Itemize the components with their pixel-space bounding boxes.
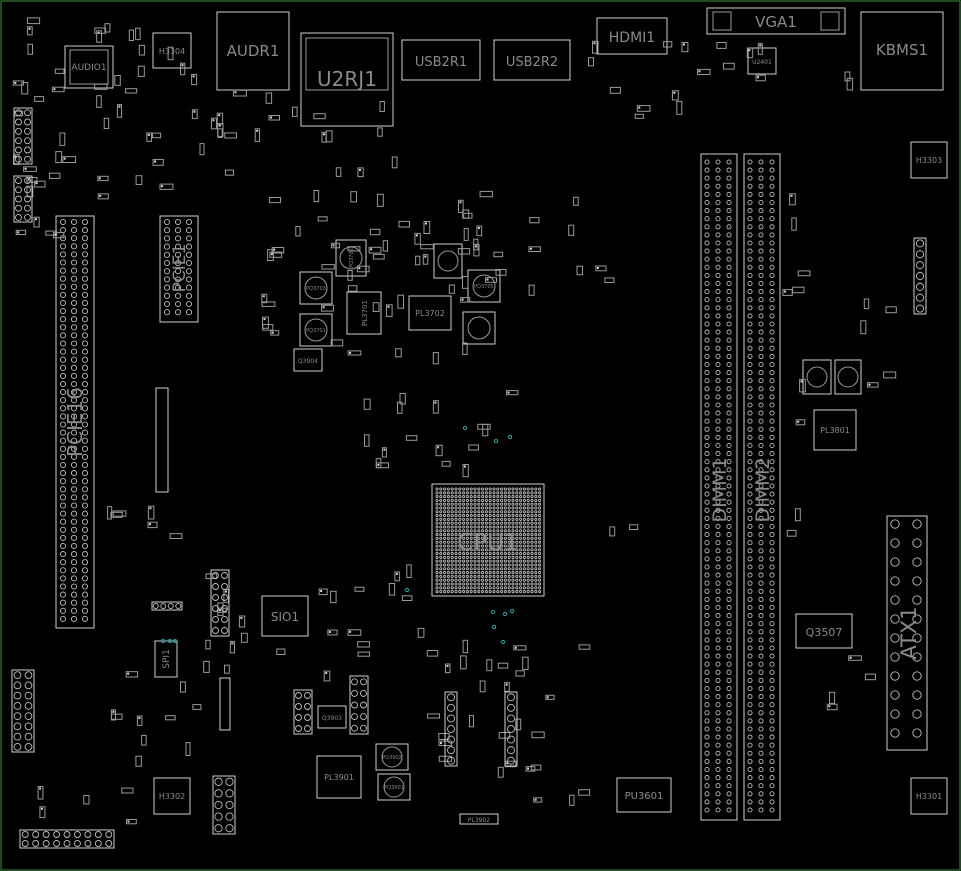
usb-connector-usb2r2-label: USB2R2: [506, 55, 558, 70]
hdmi-connector-label: HDMI1: [609, 30, 655, 46]
lan-usb-connector-label: U2RJ1: [317, 67, 377, 91]
lan-usb-connector-u2rj1[interactable]: U2RJ1: [300, 32, 394, 127]
mosfet-pq3801[interactable]: [834, 359, 862, 395]
power-unit-pu3601[interactable]: PU3601: [616, 777, 672, 813]
pcie-x16-pins: [59, 218, 89, 622]
dimm-slot-1-label: DIMM1: [709, 457, 731, 522]
mosfet-pq3703-label: PQ3703: [306, 286, 326, 292]
mosfet-pq3902-label: PQ3902: [382, 755, 402, 761]
inductor-pl3702[interactable]: PL3702: [408, 295, 452, 331]
mosfet-pq3901-label: PQ3901: [384, 785, 404, 791]
spi-flash-chip[interactable]: SPI1: [154, 640, 178, 678]
cpu-ball-grid: [435, 487, 542, 594]
mosfet-vrm-2[interactable]: [462, 311, 496, 345]
pin-header-field: [11, 107, 927, 849]
mosfet-pq3701[interactable]: PQ3701: [299, 313, 333, 347]
mosfet-pq3802[interactable]: [802, 359, 832, 395]
mosfet-pq3702-label: PQ3702: [349, 248, 355, 268]
mount-hole-h3302[interactable]: H3302: [153, 777, 191, 815]
inductor-pl3801[interactable]: PL3801: [813, 409, 857, 451]
audio-jack-label: AUDR1: [227, 42, 280, 60]
audio-jack-audr1[interactable]: AUDR1: [216, 11, 290, 91]
mount-hole-h3302-label: H3302: [159, 792, 185, 801]
transistor-q3903[interactable]: Q3903: [317, 705, 347, 729]
mosfet-pq3901[interactable]: PQ3901: [377, 773, 411, 801]
atx-power-connector-label: ATX1: [897, 606, 921, 659]
hdmi-connector[interactable]: HDMI1: [596, 17, 668, 55]
mount-hole-h3303-label: H3303: [916, 156, 942, 165]
inductor-pl3801-label: PL3801: [820, 426, 850, 435]
mount-hole-h3301[interactable]: H3301: [910, 777, 948, 815]
mount-hole-h3304[interactable]: H3304: [152, 32, 192, 69]
inductor-pl3901-label: PL3901: [324, 773, 354, 782]
audio-chip[interactable]: AUDIO1: [64, 45, 114, 89]
transistor-q3904-label: Q3904: [298, 358, 318, 365]
pcie-x16-slot[interactable]: PCIE16: [55, 215, 95, 629]
inductor-pl3701[interactable]: PL3701: [346, 291, 382, 335]
ic-u2401-label: U2401: [752, 59, 772, 66]
pcie-x1-slot[interactable]: PCIE1: [159, 215, 199, 323]
inductor-pl3701-label: PL3701: [361, 300, 369, 326]
transistor-q3904[interactable]: Q3904: [293, 348, 323, 372]
inductor-pl3902[interactable]: PL3902: [459, 813, 499, 825]
via-field: [160, 425, 515, 645]
vga-connector[interactable]: VGA1: [706, 7, 846, 35]
inductor-pl3702-label: PL3702: [415, 309, 445, 318]
super-io-chip-label: SIO1: [271, 610, 299, 624]
inductor-pl3901[interactable]: PL3901: [316, 755, 362, 799]
pcie-x16-slot-label: PCIE16: [63, 387, 87, 457]
mount-hole-h3303[interactable]: H3303: [910, 141, 948, 179]
mosfet-pq3703[interactable]: PQ3703: [299, 271, 333, 305]
transistor-q3903-label: Q3903: [322, 715, 342, 722]
inductor-pl3902-label: PL3902: [468, 817, 490, 824]
mosfet-pq3701-label: PQ3701: [306, 328, 326, 334]
audio-chip-label: AUDIO1: [71, 63, 106, 73]
dimm-slot-2[interactable]: DIMM2: [743, 153, 781, 821]
mosfet-pq3705-label: PQ3705: [474, 284, 494, 290]
dimm-slot-2-pins: [747, 159, 775, 813]
super-io-chip[interactable]: SIO1: [261, 595, 309, 637]
pcie-x1-slot-label: PCIE1: [170, 244, 190, 293]
mount-hole-h3301-label: H3301: [916, 792, 942, 801]
small-component-field: [12, 17, 897, 825]
spi-flash-chip-label: SPI1: [162, 649, 172, 669]
ps2-connector-label: KBMS1: [876, 41, 928, 59]
atx-power-connector[interactable]: ATX1: [886, 515, 928, 751]
transistor-q3507[interactable]: Q3507: [795, 613, 853, 649]
mount-hole-h3304-label: H3304: [159, 47, 185, 56]
dimm-slot-2-label: DIMM2: [752, 457, 774, 522]
transistor-q3507-label: Q3507: [806, 626, 843, 639]
atx-power-pins: [890, 519, 922, 738]
usb-connector-usb2r2[interactable]: USB2R2: [493, 39, 571, 81]
ps2-connector-kbms1[interactable]: KBMS1: [860, 11, 944, 91]
dimm-slot-1[interactable]: DIMM1: [700, 153, 738, 821]
dimm-slot-1-pins: [704, 159, 732, 813]
usb-connector-usb2r1-label: USB2R1: [415, 55, 467, 70]
cpu-socket[interactable]: CPU1: [431, 483, 545, 597]
mosfet-vrm-3[interactable]: [433, 243, 463, 279]
pcie-x1-pins: [163, 218, 193, 316]
mosfet-pq3902[interactable]: PQ3902: [375, 743, 409, 771]
usb-connector-usb2r1[interactable]: USB2R1: [401, 39, 481, 81]
power-unit-pu3601-label: PU3601: [625, 791, 664, 802]
cpu-socket-label: CPU1: [457, 530, 518, 556]
mosfet-pq3705[interactable]: PQ3705: [467, 269, 501, 303]
vga-connector-label: VGA1: [755, 13, 797, 31]
